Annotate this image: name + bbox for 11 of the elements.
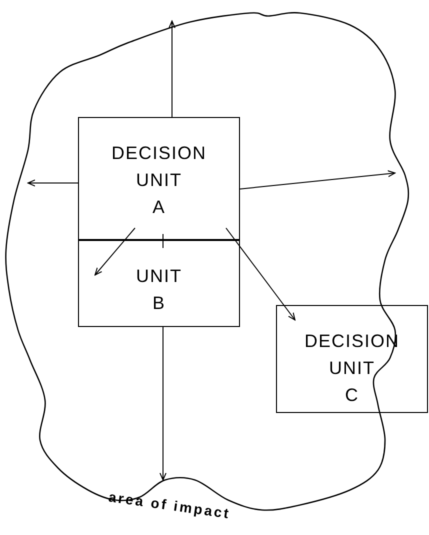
arrow <box>168 20 176 118</box>
arrow <box>28 180 78 186</box>
arrow <box>226 228 296 320</box>
unit-box <box>78 117 240 240</box>
unit-label: DECISION UNIT A <box>110 142 208 219</box>
arrow <box>240 170 396 190</box>
arrow <box>94 228 136 276</box>
unit-box <box>276 305 428 413</box>
unit-box <box>78 240 240 327</box>
unit-label: UNIT B <box>135 265 183 315</box>
arrow <box>160 326 166 480</box>
